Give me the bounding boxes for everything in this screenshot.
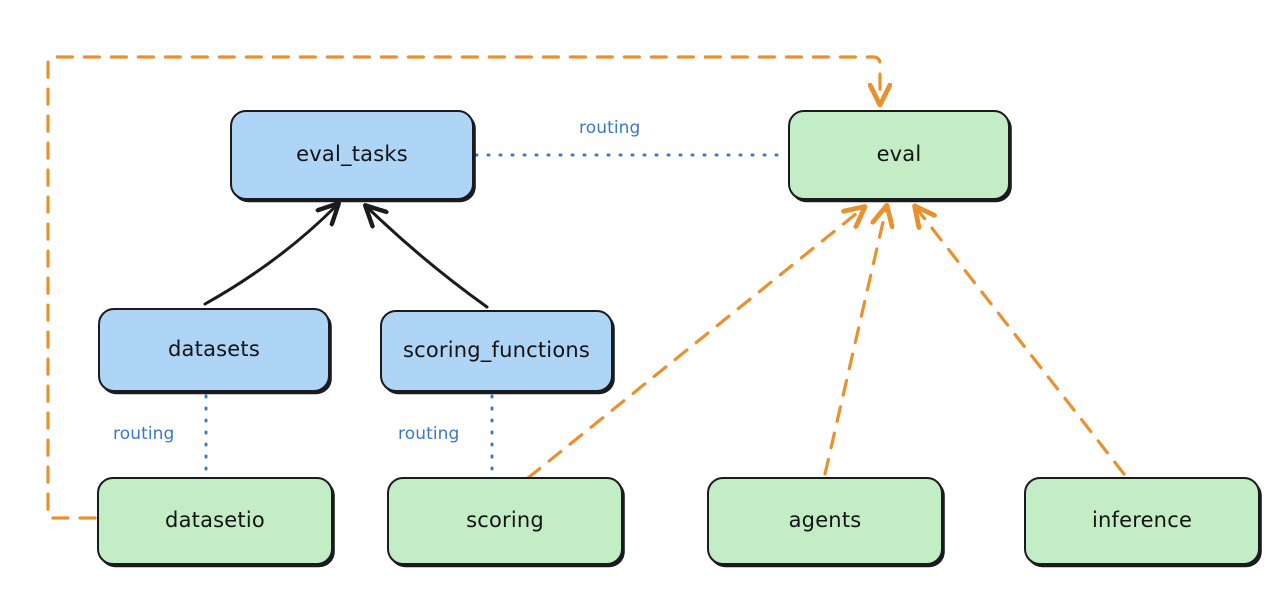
node-eval[interactable]: eval <box>788 110 1010 200</box>
node-label-datasets: datasets <box>168 337 260 362</box>
node-scoring[interactable]: scoring <box>387 477 623 565</box>
edge-inference-to-eval <box>917 209 1126 476</box>
edge-label-routing-eval-tasks-eval: routing <box>579 118 641 138</box>
edge-label-routing-datasets-datasetio: routing <box>113 424 175 444</box>
node-label-inference: inference <box>1091 508 1193 533</box>
node-datasetio[interactable]: datasetio <box>97 477 333 565</box>
edge-datasets-to-eval-tasks <box>203 206 336 306</box>
edge-label-routing-scoring-functions-scoring: routing <box>398 424 460 444</box>
node-datasets[interactable]: datasets <box>98 308 330 392</box>
node-label-eval: eval <box>876 142 922 167</box>
node-agents[interactable]: agents <box>707 477 943 565</box>
node-eval-tasks[interactable]: eval_tasks <box>230 110 474 200</box>
node-label-scoring: scoring <box>466 508 544 533</box>
node-label-agents: agents <box>788 508 862 533</box>
node-inference[interactable]: inference <box>1024 477 1260 565</box>
edge-scoring-functions-to-eval-tasks <box>368 208 489 309</box>
node-scoring-functions[interactable]: scoring_functions <box>380 310 613 392</box>
edge-agents-to-eval <box>823 209 886 476</box>
node-label-eval-tasks: eval_tasks <box>296 142 408 167</box>
node-label-scoring-functions: scoring_functions <box>402 338 591 363</box>
node-label-datasetio: datasetio <box>165 508 265 533</box>
